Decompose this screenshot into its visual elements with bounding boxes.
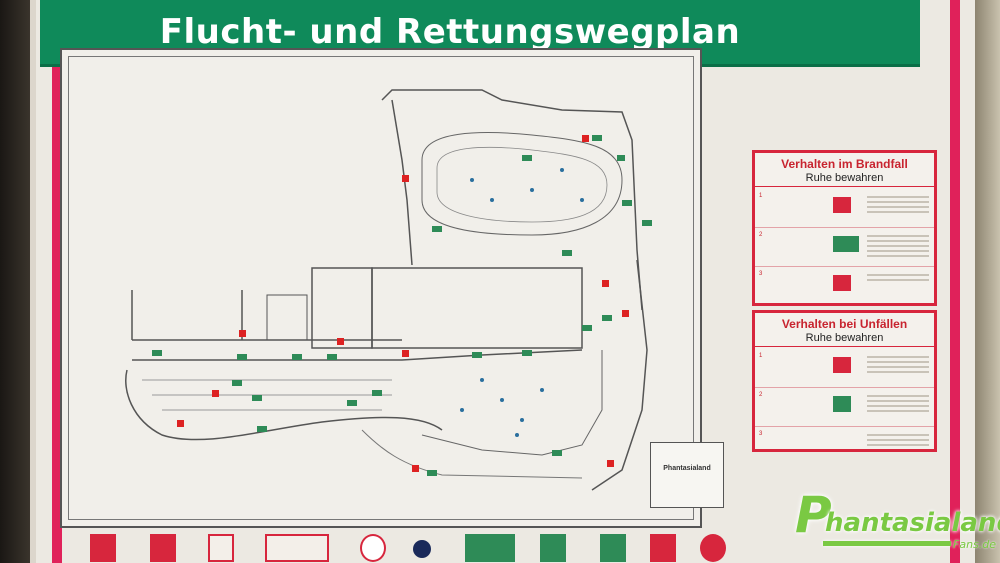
fire-alarm-icon <box>833 197 851 213</box>
accident-heading: Verhalten bei Unfällen <box>781 317 908 331</box>
red-frame-right <box>950 0 960 563</box>
step-text-lines <box>867 392 929 415</box>
no-elevator-icon <box>360 534 386 562</box>
first-aid-cross-icon <box>600 534 626 562</box>
logo-subtext: Fans.de <box>953 538 997 551</box>
step-text-lines <box>867 232 929 260</box>
logo-text: hantasialand <box>825 508 1000 538</box>
step-text-lines <box>867 431 929 449</box>
fire-alarm-icon <box>90 534 116 562</box>
dark-wall-left <box>0 0 30 563</box>
emergency-phone-icon <box>833 357 851 373</box>
assembly-point-icon <box>700 534 726 562</box>
emergency-exit-icon <box>465 534 515 562</box>
logo-underline <box>823 541 951 546</box>
fire-subheading: Ruhe bewahren <box>755 172 934 187</box>
step-number: 2 <box>759 392 763 398</box>
fire-step: 1 <box>755 189 934 228</box>
emergency-phone-icon <box>650 534 676 562</box>
fire-call-point-icon <box>208 534 234 562</box>
plan-legend-stamp: Phantasialand <box>650 442 724 508</box>
plan-border <box>68 56 694 520</box>
legend-icon-strip <box>60 528 920 563</box>
fire-extinguisher-icon <box>833 275 851 291</box>
accident-step: 3 <box>755 427 934 465</box>
accident-step: 1 <box>755 349 934 388</box>
accident-subheading: Ruhe bewahren <box>755 332 934 347</box>
first-aid-icon <box>540 534 566 562</box>
accident-step: 2 <box>755 388 934 427</box>
floor-plan: Phantasialand <box>60 48 724 528</box>
fire-step: 2 <box>755 228 934 267</box>
fire-heading: Verhalten im Brandfall <box>781 157 908 171</box>
ladder-icon <box>150 534 176 562</box>
sign-title: Flucht- und Rettungswegplan <box>159 12 741 52</box>
step-number: 3 <box>759 431 763 437</box>
step-number: 3 <box>759 271 763 277</box>
red-frame-left <box>52 0 62 563</box>
plan-stamp-brand: Phantasialand <box>663 465 711 472</box>
step-number: 2 <box>759 232 763 238</box>
step-number: 1 <box>759 353 763 359</box>
step-text-lines <box>867 271 929 284</box>
first-aid-icon <box>833 396 851 412</box>
phantasialand-watermark: P hantasialand Fans.de <box>795 486 1000 563</box>
assembly-dot-icon <box>413 540 431 558</box>
legend-label-box <box>265 534 329 562</box>
emergency-exit-icon <box>833 236 859 252</box>
fire-instructions-box: Verhalten im Brandfall Ruhe bewahren 1 2… <box>752 150 937 306</box>
step-text-lines <box>867 353 929 376</box>
floor-plan-drawing <box>125 89 652 491</box>
accident-instructions-box: Verhalten bei Unfällen Ruhe bewahren 1 2… <box>752 310 937 452</box>
wall-right <box>975 0 1000 563</box>
logo-initial: P <box>795 486 832 544</box>
step-text-lines <box>867 193 929 216</box>
step-number: 1 <box>759 193 763 199</box>
fire-step: 3 <box>755 267 934 305</box>
